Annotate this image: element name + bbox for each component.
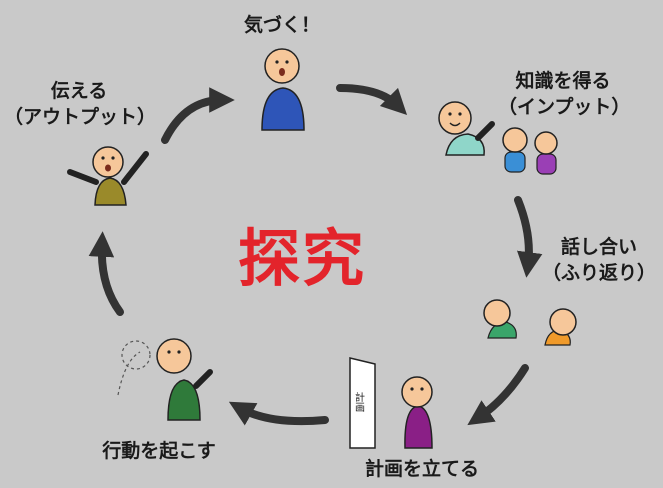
arrow-discuss-to-plan — [467, 364, 529, 426]
figure-knowledge-group — [438, 101, 558, 175]
center-title: 探究 — [238, 222, 367, 295]
step-label-discuss-sub: （ふり返り） — [541, 262, 656, 284]
arrow-convey-to-notice — [161, 87, 235, 144]
step-label-convey-sub: （アウトプット） — [4, 106, 157, 128]
step-label-action: 行動を起こす — [102, 440, 216, 462]
step-label-convey-main: 伝える — [50, 80, 108, 102]
figure-convey — [67, 146, 149, 206]
plan-board-text: 計画 — [353, 391, 365, 413]
arrow-action-to-convey — [88, 231, 124, 316]
step-label-discuss: 話し合い （ふり返り） — [540, 234, 658, 286]
step-label-knowledge: 知識を得る （インプット） — [498, 68, 631, 120]
figure-discuss-group — [483, 299, 577, 346]
step-label-knowledge-main: 知識を得る — [515, 70, 611, 92]
step-label-discuss-main: 話し合い — [560, 236, 637, 258]
arrow-plan-to-action — [228, 401, 329, 426]
step-label-convey: 伝える （アウトプット） — [4, 78, 157, 130]
arrow-notice-to-knowledge — [336, 84, 408, 116]
step-label-notice: 気づく！ — [243, 14, 320, 36]
figure-plan — [349, 357, 433, 449]
arrow-knowledge-to-discuss — [514, 196, 543, 278]
figure-action — [117, 338, 213, 421]
step-label-knowledge-sub: （インプット） — [498, 96, 631, 118]
step-label-plan: 計画を立てる — [364, 458, 479, 480]
figure-notice — [261, 48, 305, 131]
